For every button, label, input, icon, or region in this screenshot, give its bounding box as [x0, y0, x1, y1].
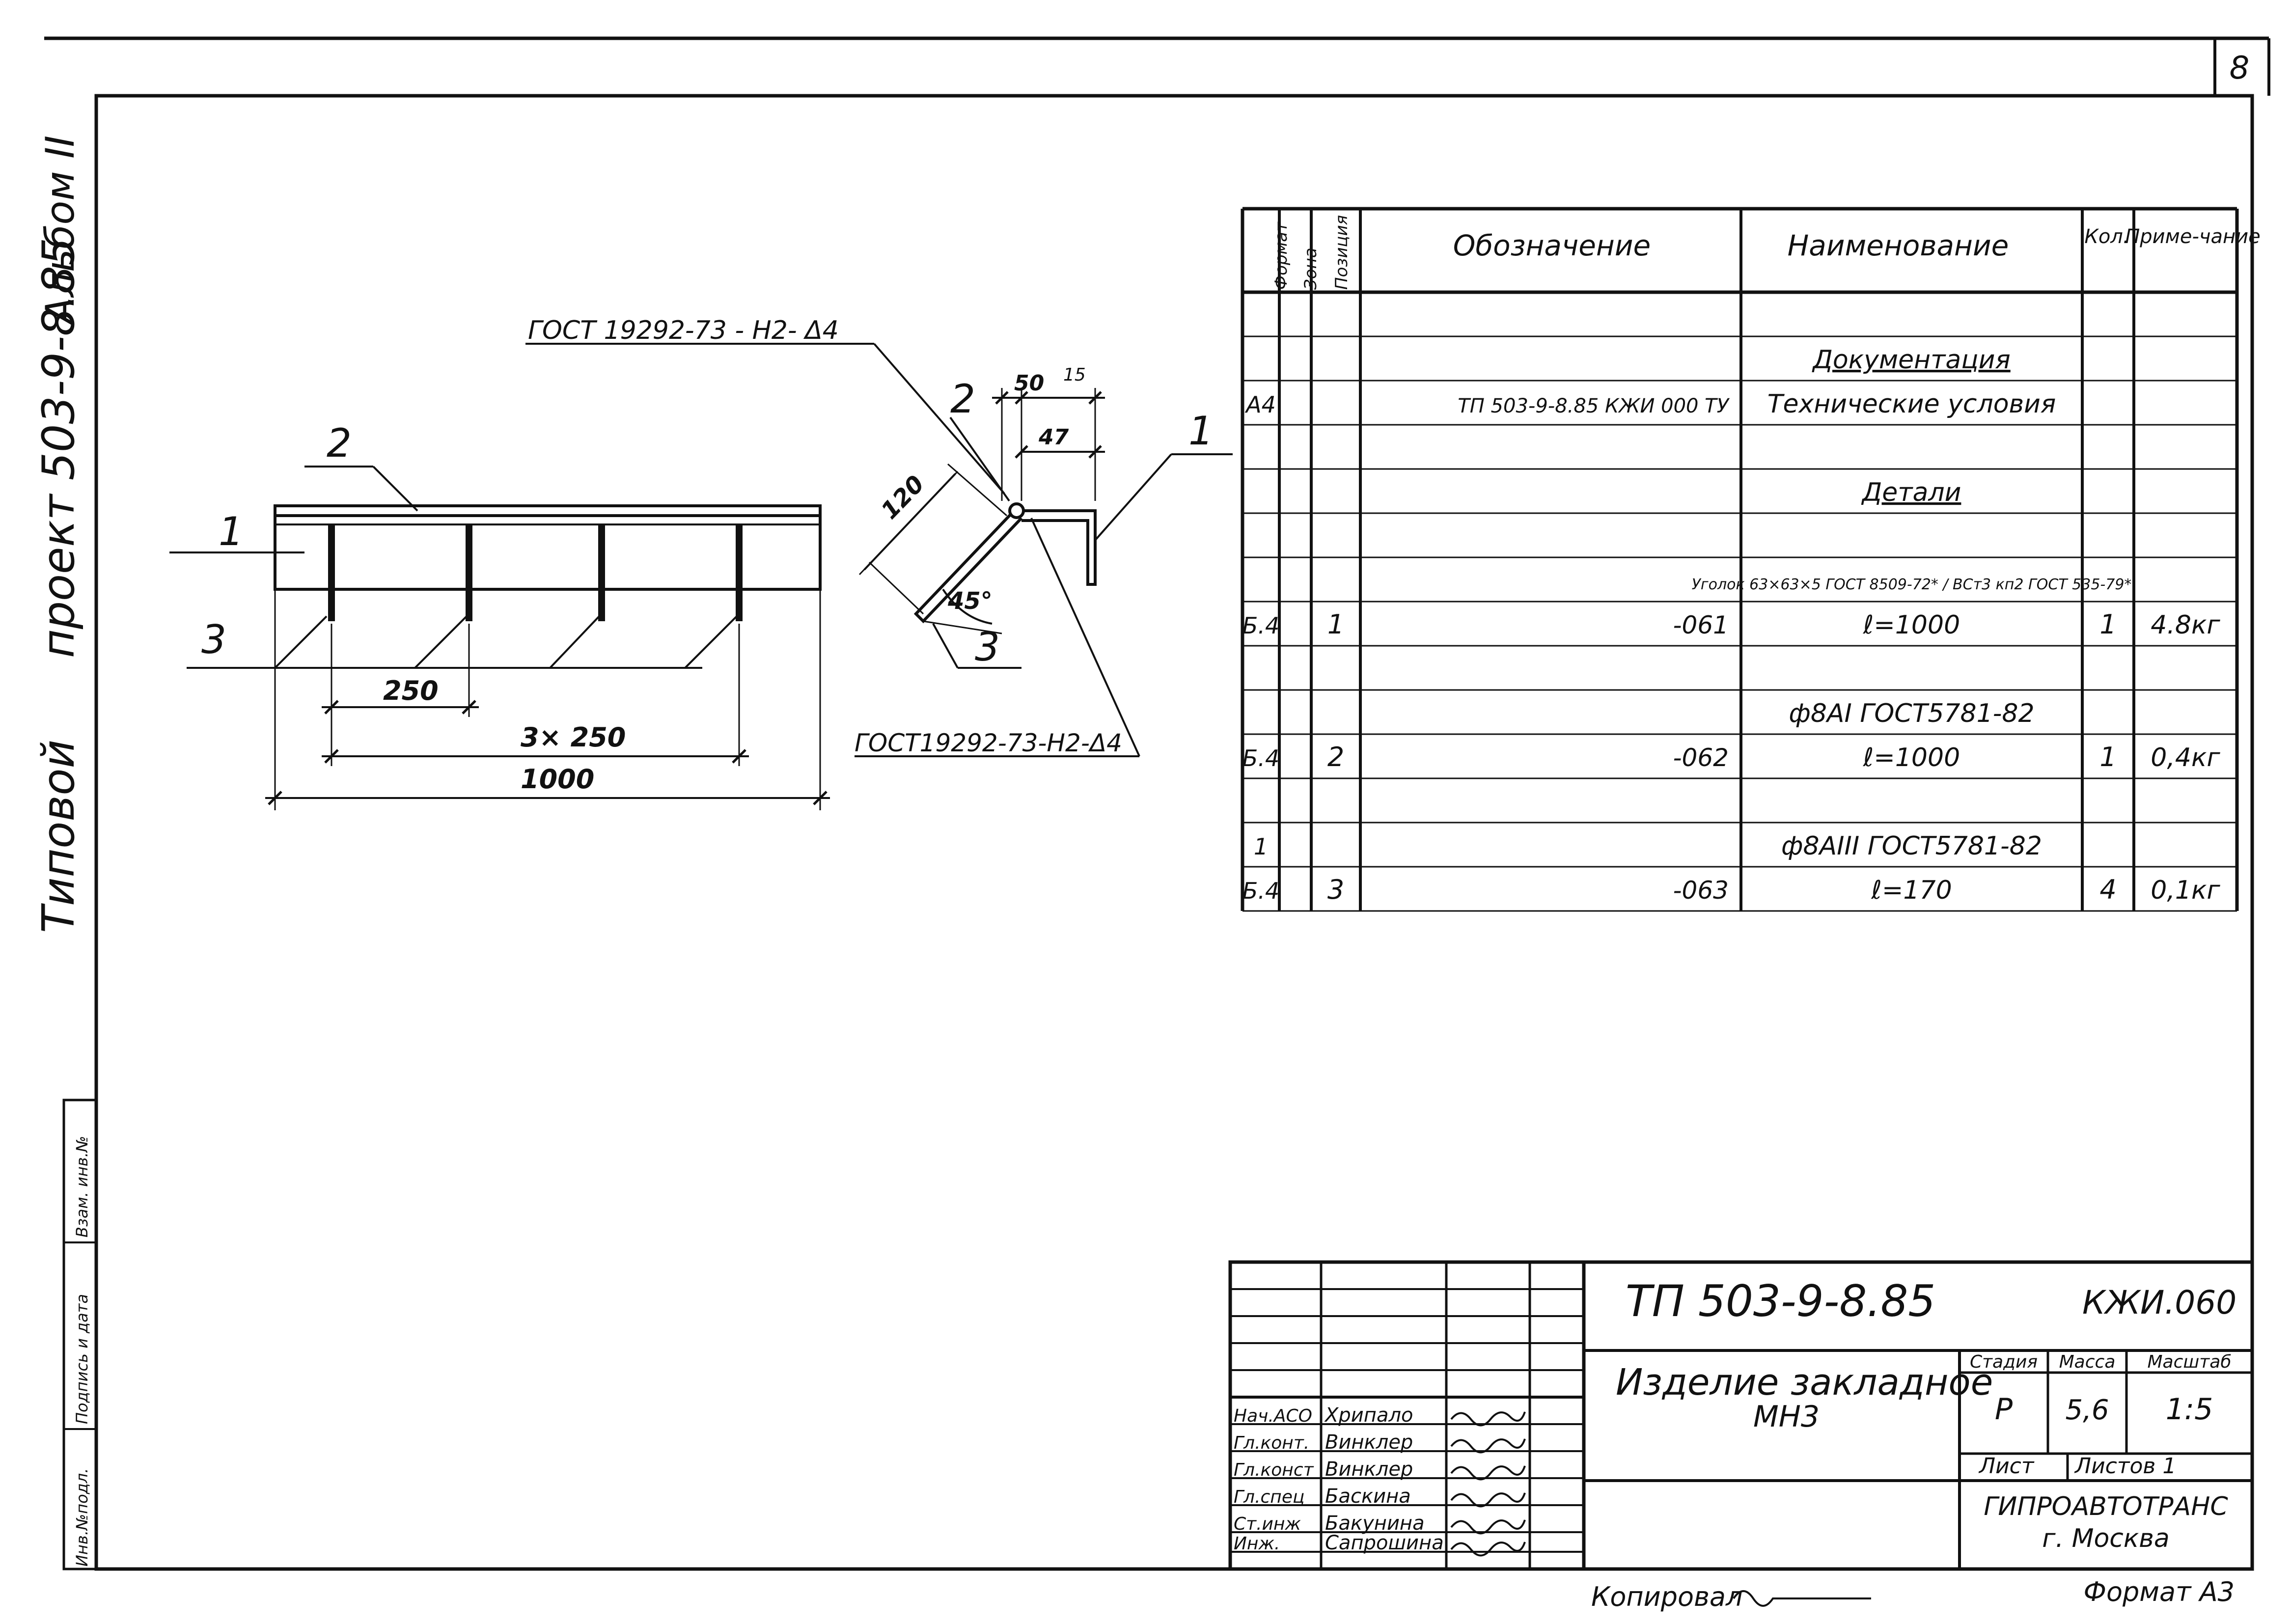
spec-cell-name: ℓ=170	[1871, 876, 1952, 905]
spec-cell-name: Технические условия	[1767, 389, 2056, 419]
spec-cell-name: ℓ=1000	[1863, 610, 1960, 640]
signer-role: Нач.АСО	[1234, 1406, 1312, 1426]
spec-cell-designation: -063	[1673, 876, 1729, 905]
dim-15: 15	[1063, 365, 1086, 385]
spec-cell-format: А4	[1244, 391, 1276, 418]
margin-typical: Типовой	[33, 740, 84, 933]
footer-format: Формат А3	[2083, 1576, 2235, 1607]
elevation-view	[169, 466, 830, 810]
weld-note-top: ГОСТ 19292-73 - Н2- Δ4	[528, 316, 839, 345]
signer-role: Гл.конт.	[1234, 1433, 1309, 1453]
signer-name: Бакунина	[1325, 1512, 1425, 1535]
dim-3x250: 3× 250	[521, 722, 626, 753]
signatures	[1450, 1411, 1526, 1557]
dim-250: 250	[383, 675, 439, 706]
spec-cell-qty: 1	[2099, 742, 2116, 772]
signer-name: Винклер	[1325, 1431, 1413, 1454]
spec-cell-pos: 2	[1327, 742, 1344, 772]
spec-cell-format: 1	[1254, 833, 1268, 860]
sheet-number: 8	[2230, 50, 2250, 86]
signer-role: Гл.спец	[1234, 1487, 1305, 1507]
signer-name: Винклер	[1325, 1458, 1413, 1481]
callout-2-sec: 2	[950, 376, 975, 422]
spec-cell-format: Б.4	[1242, 612, 1279, 639]
signer-role: Гл.конст	[1234, 1460, 1314, 1480]
project-code: ТП 503-9-8.85	[1626, 1276, 1935, 1326]
dim-1000: 1000	[521, 764, 594, 795]
spec-cell-pos: 3	[1327, 874, 1344, 905]
dim-45deg: 45°	[947, 587, 993, 615]
dim-47: 47	[1038, 425, 1069, 450]
hdr-note: Приме-чание	[2125, 225, 2261, 248]
dim-50: 50	[1014, 371, 1044, 396]
callout-3-elev: 3	[201, 617, 226, 662]
spec-cell-pos: 1	[1327, 609, 1344, 640]
signer-name: Сапрошина	[1325, 1532, 1444, 1554]
spec-cell-qty: 1	[2099, 609, 2116, 640]
spec-cell-format: Б.4	[1242, 878, 1279, 904]
title-block-grid	[1228, 1260, 2254, 1571]
hdr-zone: Зона	[1301, 248, 1321, 290]
callout-3-sec: 3	[975, 624, 1000, 670]
spec-cell-designation: -062	[1673, 743, 1729, 772]
section-view	[855, 388, 1233, 757]
sheets-label: Листов 1	[2074, 1454, 2176, 1479]
spec-cell-name: Документация	[1812, 345, 2010, 375]
spec-cell-qty: 4	[2099, 874, 2116, 905]
spec-cell-name: ф8АIII ГОСТ5781-82	[1781, 831, 2042, 861]
stage-value: Р	[1995, 1392, 2013, 1427]
inv-field-1: Инв.№подл.	[73, 1468, 91, 1567]
title-line1: Изделие закладное	[1616, 1361, 1993, 1404]
title-line2: МН3	[1753, 1400, 1820, 1434]
spec-cell-designation: ТП 503-9-8.85 КЖИ 000 ТУ	[1458, 395, 1730, 417]
scale-value: 1:5	[2166, 1392, 2213, 1427]
spec-cell-designation: -061	[1673, 611, 1729, 639]
hdr-qty: Кол.	[2084, 225, 2129, 248]
callout-1-elev: 1	[219, 509, 244, 554]
org-line1: ГИПРОАВТОТРАНС	[1984, 1492, 2228, 1521]
org-line2: г. Москва	[2042, 1524, 2170, 1553]
spec-cell-name: Детали	[1861, 478, 1961, 507]
spec-cell-name: ф8АI ГОСТ5781-82	[1789, 699, 2034, 728]
hdr-name: Наименование	[1788, 229, 2009, 262]
copier-signature	[1733, 1590, 1871, 1607]
hdr-designation: Обозначение	[1453, 229, 1651, 262]
callout-1-sec: 1	[1188, 408, 1214, 454]
mass-label: Масса	[2059, 1352, 2116, 1372]
angle-profile	[274, 504, 822, 591]
inv-field-2: Подпись и дата	[73, 1294, 91, 1424]
spec-cell-note: 4.8кг	[2151, 610, 2220, 640]
footer-copied: Копировал	[1591, 1581, 1743, 1612]
drawing-frame	[94, 94, 2254, 1571]
spec-cell-name: Уголок 63×63×5 ГОСТ 8509-72* / ВСт3 кп2 …	[1692, 576, 2132, 593]
signer-role: Ст.инж	[1234, 1514, 1301, 1534]
spec-cell-note: 0,1кг	[2151, 876, 2220, 905]
scale-label: Масштаб	[2147, 1352, 2231, 1372]
rebar-section	[1008, 502, 1025, 519]
signer-name: Баскина	[1325, 1485, 1411, 1508]
signer-role: Инж.	[1234, 1534, 1280, 1554]
spec-cell-name: ℓ=1000	[1863, 743, 1960, 772]
spec-cell-note: 0,4кг	[2151, 743, 2220, 772]
margin-project: проект 503-9-8.85	[33, 238, 84, 658]
spec-cell-format: Б.4	[1242, 745, 1279, 771]
sheet-label: Лист	[1978, 1454, 2035, 1479]
dim-120: 120	[876, 470, 930, 524]
doc-code: КЖИ.060	[2082, 1284, 2236, 1321]
spec-table	[1241, 207, 2239, 912]
mass-value: 5,6	[2065, 1394, 2109, 1426]
hdr-position: Позиция	[1332, 215, 1352, 290]
margin-album: Альбом II	[37, 136, 83, 327]
signer-name: Хрипало	[1324, 1404, 1413, 1427]
weld-note-bottom: ГОСТ19292-73-Н2-Δ4	[855, 729, 1122, 757]
hdr-format: Формат	[1271, 221, 1291, 290]
stage-label: Стадия	[1970, 1352, 2038, 1372]
callout-2-elev: 2	[327, 420, 352, 466]
inv-field-3: Взам. инв.№	[73, 1136, 91, 1238]
